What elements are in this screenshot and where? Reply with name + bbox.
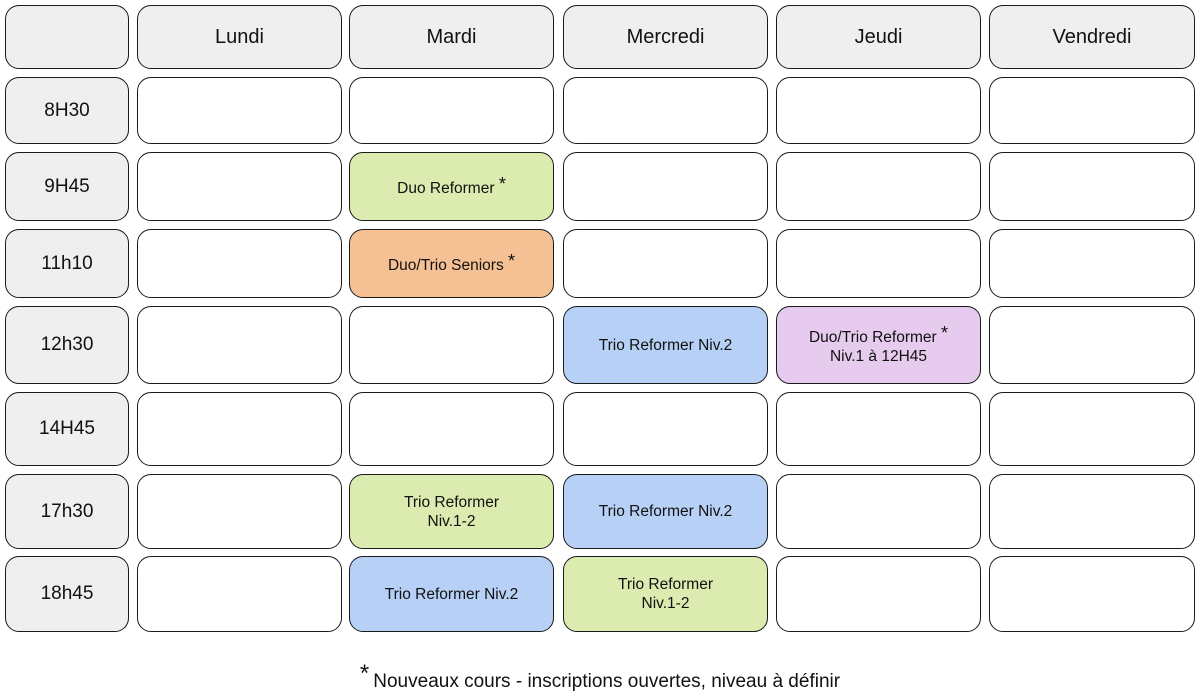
empty-slot [776,77,981,144]
time-slot-0: 8H30 [5,77,129,144]
day-header-1: Lundi [137,5,342,69]
empty-slot [137,77,342,144]
empty-slot [137,306,342,384]
course-label: Trio Reformer Niv.2 [598,503,733,520]
footnote-text: Nouveaux cours - inscriptions ouvertes, … [373,671,841,692]
course-label: Trio Reformer [617,576,714,593]
course-label: Niv.1-2 [427,512,476,530]
time-slot-4: 14H45 [5,392,129,466]
course-cell: Duo/Trio Reformer * Niv.1 à 12H45 [776,306,981,384]
course-cell: Trio Reformer Niv.2 [563,474,768,549]
new-course-asterisk: * [498,174,506,194]
course-label: Duo/Trio Reformer [808,329,937,346]
empty-slot [563,229,768,298]
empty-slot [349,392,554,466]
empty-slot [989,229,1195,298]
empty-slot [137,474,342,549]
course-label: Duo/Trio Seniors [387,257,504,274]
course-cell: Trio Reformer Niv.2 [349,556,554,632]
empty-slot [989,152,1195,221]
course-label: Niv.1-2 [641,595,690,612]
time-slot-5: 17h30 [5,474,129,549]
empty-slot [776,474,981,549]
footnote: *Nouveaux cours - inscriptions ouvertes,… [0,660,1200,693]
time-slot-3: 12h30 [5,306,129,384]
empty-slot [137,392,342,466]
footnote-asterisk: * [359,660,370,687]
day-header-3: Mercredi [563,5,768,69]
time-slot-6: 18h45 [5,556,129,632]
time-slot-1: 9H45 [5,152,129,221]
empty-slot [776,556,981,632]
empty-slot [989,556,1195,632]
day-header-4: Jeudi [776,5,981,69]
empty-slot [563,392,768,466]
new-course-asterisk: * [508,251,516,271]
course-cell: Duo/Trio Seniors * [349,229,554,298]
empty-slot [989,392,1195,466]
empty-slot [349,77,554,144]
empty-slot [989,474,1195,549]
course-label: Trio Reformer Niv.2 [598,336,733,354]
empty-slot [137,229,342,298]
empty-slot [989,306,1195,384]
course-cell: Duo Reformer * [349,152,554,221]
day-header-5: Vendredi [989,5,1195,69]
empty-slot [137,556,342,632]
empty-slot [989,77,1195,144]
header-corner [5,5,129,69]
course-label: Trio Reformer Niv.2 [384,585,519,603]
empty-slot [776,229,981,298]
course-cell: Trio Reformer Niv.2 [563,306,768,384]
empty-slot [776,392,981,466]
course-label: Duo Reformer [397,180,495,197]
day-header-2: Mardi [349,5,554,69]
empty-slot [563,77,768,144]
new-course-asterisk: * [941,323,949,343]
empty-slot [776,152,981,221]
course-label: Trio Reformer [403,493,500,511]
empty-slot [563,152,768,221]
time-slot-2: 11h10 [5,229,129,298]
empty-slot [349,306,554,384]
course-label: Niv.1 à 12H45 [829,348,928,365]
empty-slot [137,152,342,221]
